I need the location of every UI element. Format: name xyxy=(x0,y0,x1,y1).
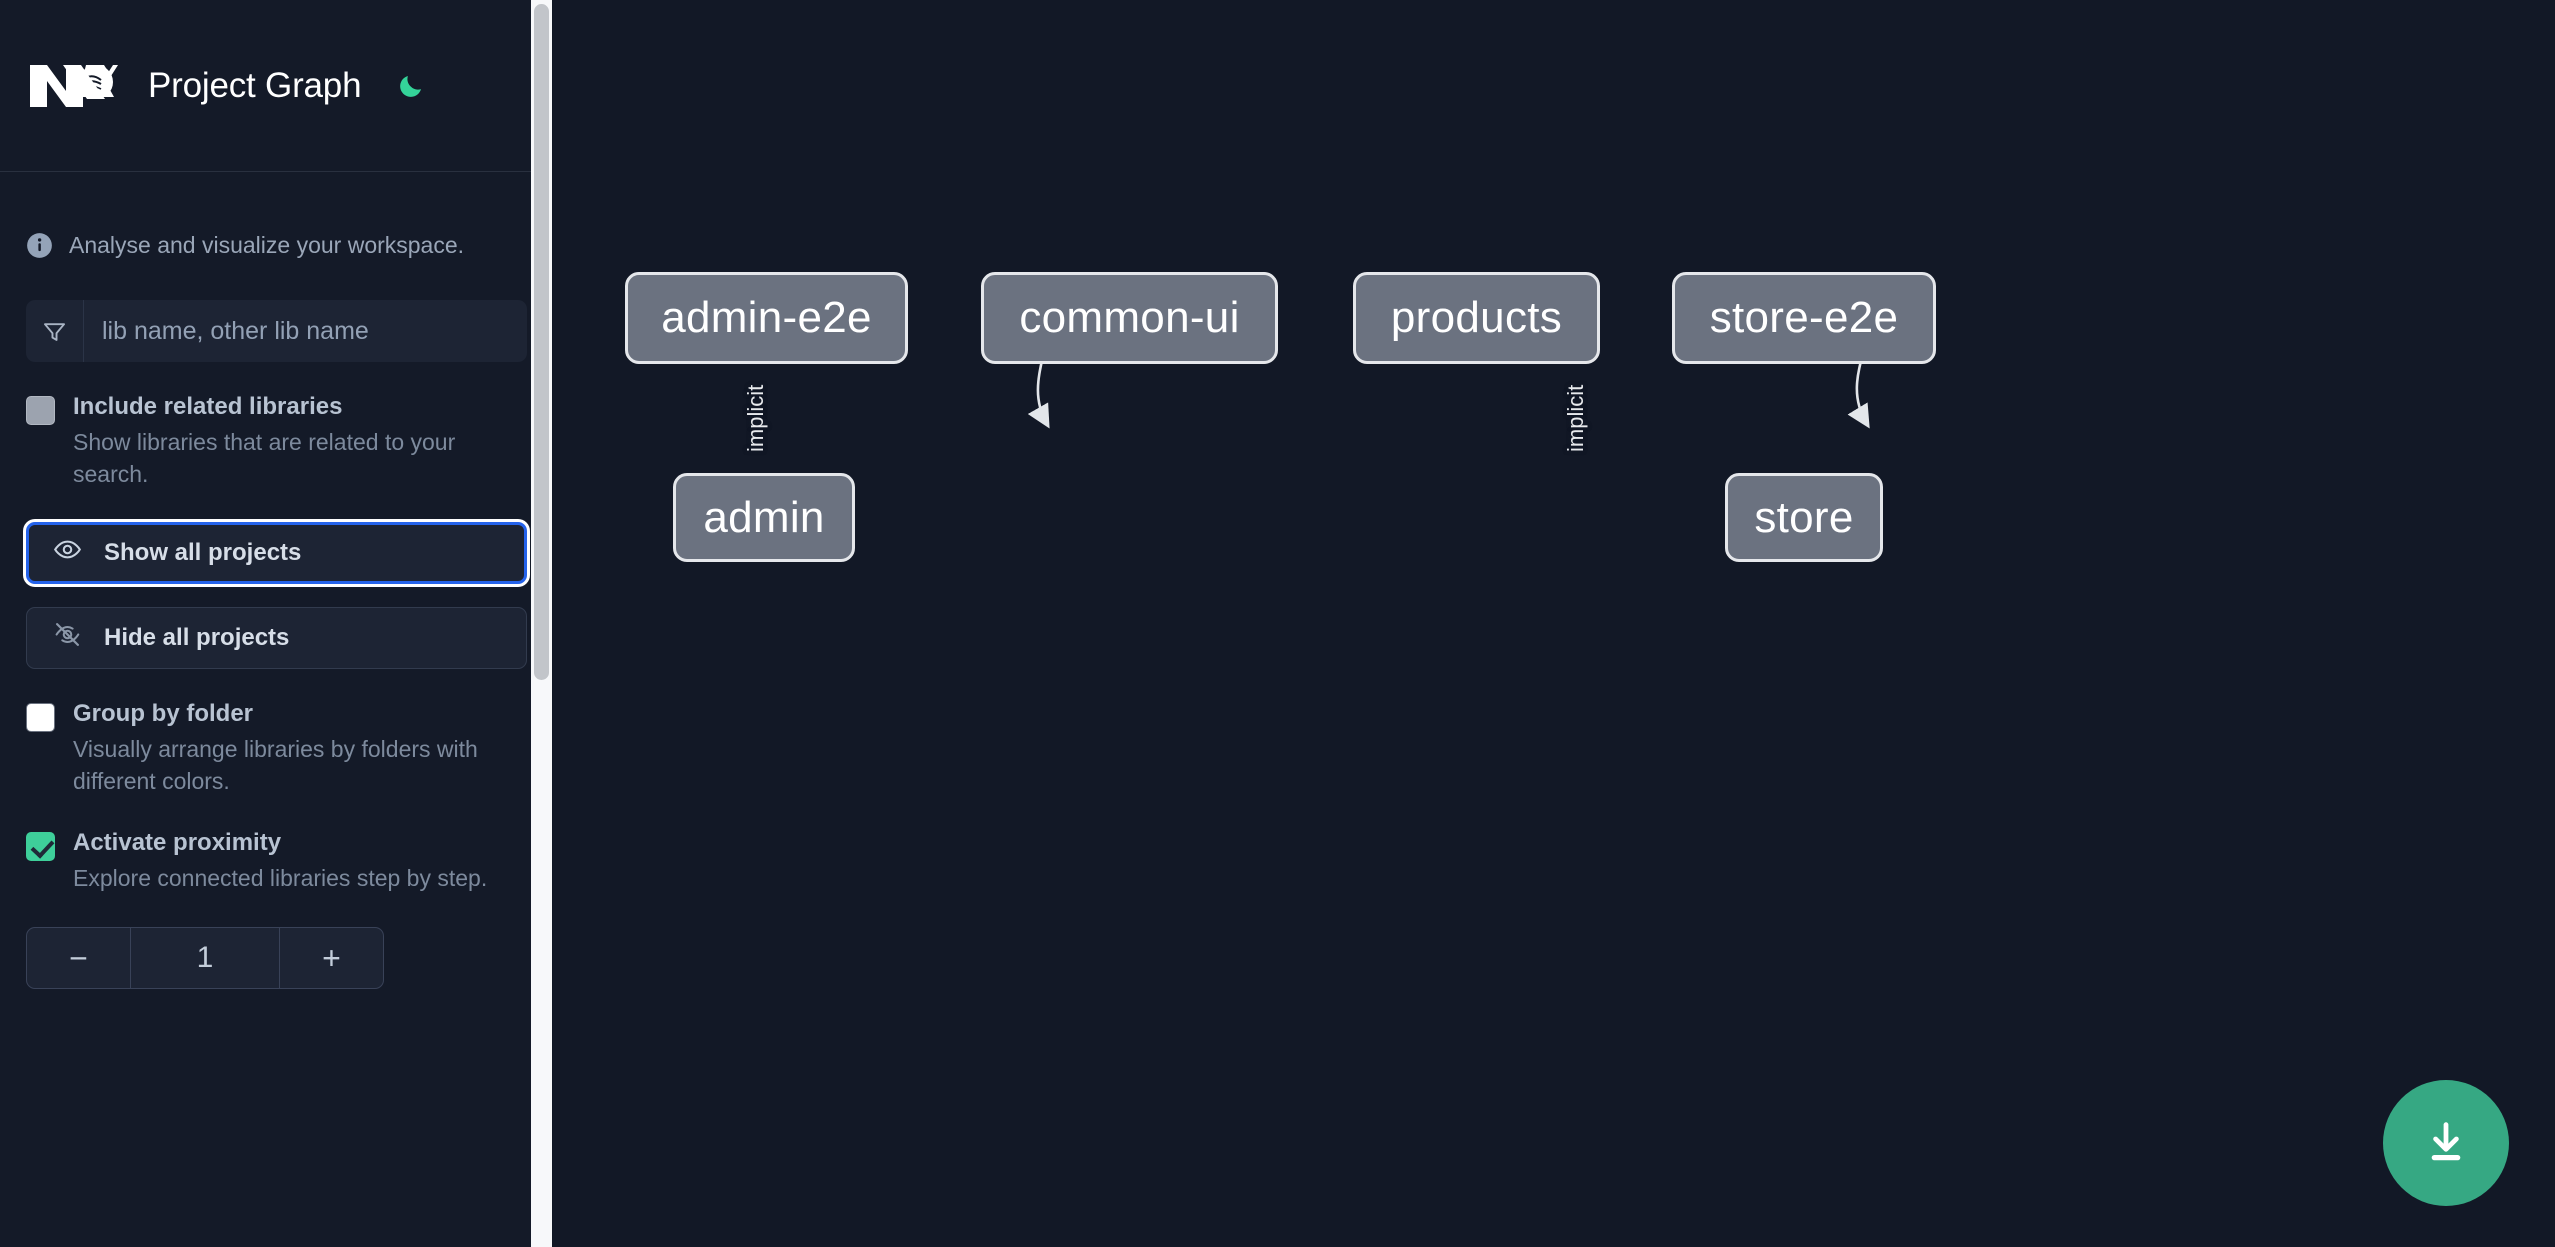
graph-node-store-e2e[interactable]: store-e2e xyxy=(1672,272,1936,364)
option-description: Visually arrange libraries by folders wi… xyxy=(73,736,478,795)
node-label: common-ui xyxy=(1019,293,1240,342)
stepper-value: 1 xyxy=(196,940,214,974)
option-description: Show libraries that are related to your … xyxy=(73,429,456,487)
download-icon xyxy=(2420,1116,2472,1171)
proximity-stepper-row: − 1 + xyxy=(0,926,553,989)
sidebar-scrollbar[interactable] xyxy=(531,0,553,1247)
hide-all-projects-label: Hide all projects xyxy=(104,624,290,652)
search-box[interactable] xyxy=(26,300,527,362)
graph-node-store[interactable]: store xyxy=(1725,473,1883,562)
sidebar-header: Project Graph xyxy=(0,0,553,172)
workspace-tagline: Analyse and visualize your workspace. xyxy=(0,172,553,284)
page-title: Project Graph xyxy=(148,65,362,105)
graph-canvas[interactable]: admin-e2e common-ui products store-e2e a… xyxy=(553,0,2555,1247)
eye-icon xyxy=(53,535,82,571)
activate-proximity-checkbox[interactable] xyxy=(26,831,55,861)
tagline-text: Analyse and visualize your workspace. xyxy=(69,231,465,258)
info-icon xyxy=(26,232,53,259)
nx-logo xyxy=(26,55,126,117)
graph-node-admin-e2e[interactable]: admin-e2e xyxy=(625,272,908,364)
option-label: Activate proximity xyxy=(73,828,282,856)
node-label: store xyxy=(1754,492,1854,542)
option-label: Include related libraries xyxy=(73,393,343,420)
option-label: Group by folder xyxy=(73,700,253,728)
graph-node-admin[interactable]: admin xyxy=(673,473,855,562)
stepper-divider-right xyxy=(279,927,280,988)
proximity-stepper[interactable]: − 1 + xyxy=(26,926,384,989)
graph-node-products[interactable]: products xyxy=(1353,272,1600,364)
stepper-decrement-button[interactable]: − xyxy=(27,928,130,988)
option-include-related-libraries[interactable]: Include related libraries Show libraries… xyxy=(0,392,553,490)
include-related-libraries-checkbox[interactable] xyxy=(26,396,55,425)
visibility-buttons: Show all projects Hide all projects xyxy=(0,522,553,670)
node-label: admin-e2e xyxy=(661,293,872,342)
graph-edges xyxy=(1027,345,1870,429)
node-label: products xyxy=(1390,293,1563,342)
option-group-by-folder[interactable]: Group by folder Visually arrange librari… xyxy=(0,699,553,797)
stepper-divider-left xyxy=(130,927,131,988)
option-description: Explore connected libraries step by step… xyxy=(73,864,488,891)
edge-label-implicit-admin: implicit xyxy=(743,384,768,452)
edge-label-implicit-store: implicit xyxy=(1563,384,1588,452)
show-all-projects-button[interactable]: Show all projects xyxy=(26,522,527,585)
group-by-folder-checkbox[interactable] xyxy=(26,703,55,733)
download-button[interactable] xyxy=(2383,1080,2509,1206)
stepper-increment-button[interactable]: + xyxy=(280,928,383,988)
show-all-projects-label: Show all projects xyxy=(104,539,302,567)
node-label: admin xyxy=(703,492,825,542)
moon-icon[interactable] xyxy=(391,66,431,106)
node-label: store-e2e xyxy=(1709,293,1899,342)
eye-off-icon xyxy=(53,620,82,656)
filter-funnel-icon xyxy=(26,300,84,362)
hide-all-projects-button[interactable]: Hide all projects xyxy=(26,607,527,670)
sidebar-scrollbar-thumb[interactable] xyxy=(534,4,549,680)
sidebar: Project Graph Analyse and visualize yo xyxy=(0,0,553,1247)
option-activate-proximity[interactable]: Activate proximity Explore connected lib… xyxy=(0,828,553,895)
search-input[interactable] xyxy=(84,300,527,362)
graph-node-common-ui[interactable]: common-ui xyxy=(981,272,1278,364)
